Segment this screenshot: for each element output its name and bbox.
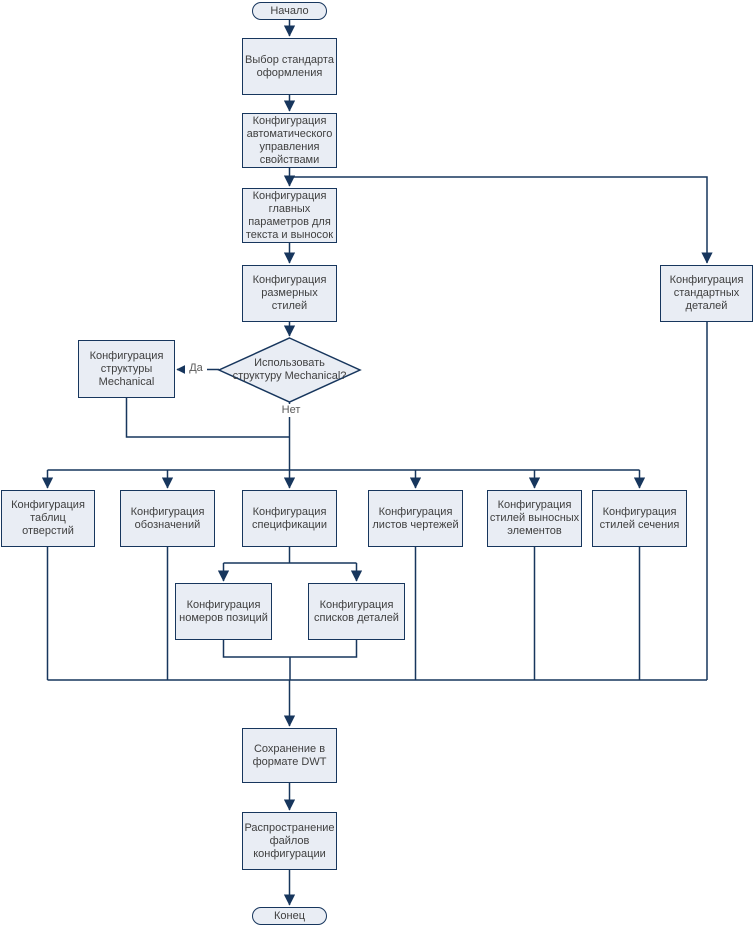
node-bom: Конфигурация спецификации — [242, 490, 337, 547]
node-section-styles: Конфигурация стилей сечения — [592, 490, 687, 547]
node-hole-tables: Конфигурация таблиц отверстий — [1, 490, 95, 547]
node-save-dwt: Сохранение в формате DWT — [242, 728, 337, 783]
node-drawing-sheets: Конфигурация листов чертежей — [368, 490, 463, 547]
node-main-text-params: Конфигурация главных параметров для текс… — [242, 188, 337, 243]
node-parts-lists: Конфигурация списков деталей — [308, 583, 405, 640]
node-distribute-files: Распространение файлов конфигурации — [242, 812, 337, 870]
node-end: Конец — [252, 907, 327, 925]
node-mechanical-structure: Конфигурация структуры Mechanical — [78, 340, 175, 398]
node-detail-view-styles: Конфигурация стилей выносных элементов — [487, 490, 582, 547]
edge-label-no: Нет — [275, 404, 307, 417]
node-standard-parts: Конфигурация стандартных деталей — [660, 265, 753, 322]
edge-label-yes: Да — [185, 362, 207, 375]
node-dimension-styles: Конфигурация размерных стилей — [242, 265, 337, 322]
node-auto-properties: Конфигурация автоматического управления … — [242, 113, 337, 168]
node-choose-standard: Выбор стандарта оформления — [242, 38, 337, 95]
decision-diamond-shape — [217, 337, 362, 403]
node-balloon-numbers: Конфигурация номеров позиций — [175, 583, 272, 640]
node-use-mechanical-decision: Использовать структуру Mechanical? — [232, 357, 347, 382]
node-start: Начало — [252, 2, 327, 20]
node-symbols: Конфигурация обозначений — [120, 490, 215, 547]
